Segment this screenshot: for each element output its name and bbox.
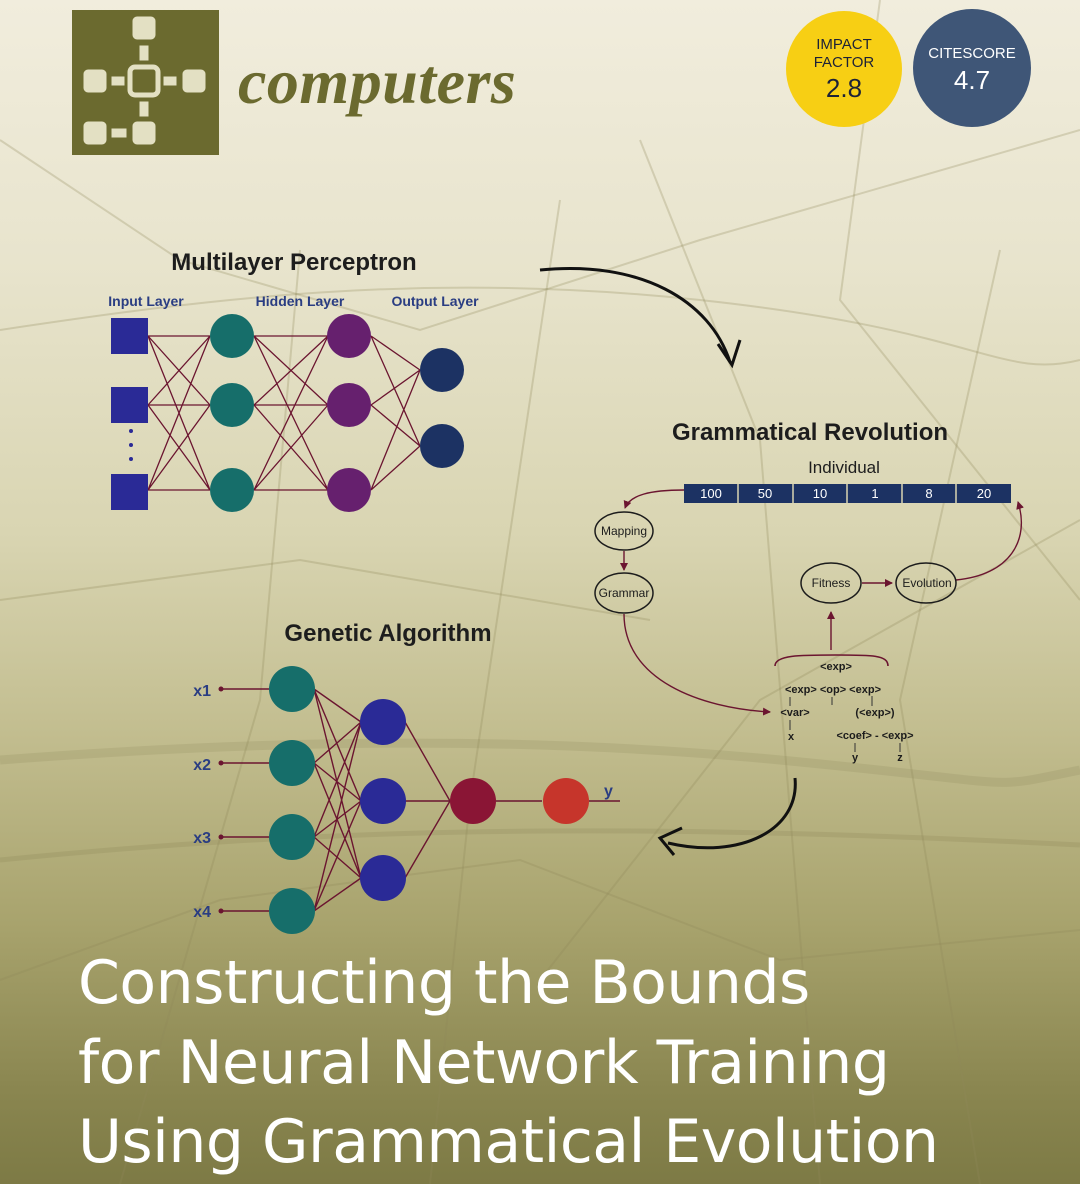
ga-input-label: x3 (193, 830, 211, 847)
mlp-diagram: Multilayer Perceptron Input Layer Hidden… (108, 249, 479, 512)
ga-title: Genetic Algorithm (284, 620, 491, 647)
ga-hidden-node (360, 699, 406, 745)
impact-factor-label-2: FACTOR (813, 54, 875, 71)
citescore-label: CITESCORE (928, 45, 1016, 62)
flow-arrows (539, 267, 797, 856)
citescore-badge: CITESCORE 4.7 (913, 9, 1031, 127)
article-title-line-3: Using Grammatical Evolution (78, 1107, 939, 1177)
mapping-node (594, 511, 654, 551)
impact-factor-label-1: IMPACT (816, 36, 872, 53)
mlp-hidden-node-1 (210, 383, 254, 427)
mlp-hidden-node-2 (327, 468, 371, 512)
arrow-head (657, 826, 683, 856)
gene-value: 20 (977, 486, 991, 501)
mlp-connections (147, 335, 421, 491)
mlp-input-node (111, 318, 148, 354)
mlp-hidden-label: Hidden Layer (256, 293, 345, 309)
ga-diagram: Genetic Algorithm x1 x2 x3 x4 (193, 620, 620, 934)
ga-input-label: x1 (193, 683, 211, 700)
tree-x: x (788, 731, 795, 743)
network-grid-icon (83, 16, 206, 145)
arrow-to-ga (667, 777, 797, 850)
fitness-node (800, 562, 862, 604)
mlp-hidden-node-2 (327, 383, 371, 427)
ge-title: Grammatical Revolution (672, 419, 948, 446)
mlp-title: Multilayer Perceptron (171, 249, 416, 276)
gene-value: 50 (758, 486, 772, 501)
arrow-to-ge (539, 267, 732, 363)
gene-value: 10 (813, 486, 827, 501)
grammar-label: Grammar (599, 586, 650, 600)
ga-input-node (269, 888, 315, 934)
article-title-line-1: Constructing the Bounds (78, 948, 810, 1018)
evolution-label: Evolution (902, 576, 951, 590)
mlp-input-label: Input Layer (108, 293, 184, 309)
ga-output-node (543, 778, 589, 824)
citescore-value: 4.7 (953, 65, 991, 95)
individual-genome: 100 50 10 1 8 20 (684, 484, 1011, 503)
ga-input-node (269, 740, 315, 786)
ga-connections (221, 688, 620, 912)
evolution-node (895, 562, 957, 604)
mapping-label: Mapping (601, 524, 647, 538)
ga-hidden-node (360, 778, 406, 824)
individual-label: Individual (808, 458, 880, 477)
ga-input-node (269, 666, 315, 712)
mlp-input-node (111, 474, 148, 510)
mlp-output-node (420, 424, 464, 468)
mlp-output-label: Output Layer (391, 293, 479, 309)
mlp-hidden-node-1 (210, 314, 254, 358)
gene-value: 8 (925, 486, 932, 501)
mlp-hidden-node-1 (210, 468, 254, 512)
ga-input-node (269, 814, 315, 860)
mlp-output-node (420, 348, 464, 392)
ga-hidden-node (360, 855, 406, 901)
journal-logo (72, 10, 219, 155)
mlp-input-node (111, 387, 148, 423)
gene-value: 100 (700, 486, 722, 501)
ge-diagram: Grammatical Revolution Individual 100 50… (594, 419, 1024, 764)
journal-name: computers (238, 46, 517, 117)
ga-input-label: x4 (193, 904, 211, 921)
tree-var: <var> (780, 707, 809, 719)
ga-combine-node (450, 778, 496, 824)
fitness-label: Fitness (812, 576, 851, 590)
tree-y: y (852, 752, 859, 764)
arrow-head (716, 339, 742, 369)
ga-output-label: y (604, 783, 613, 800)
gene-value: 1 (871, 486, 878, 501)
tree-paren: (<exp>) (855, 707, 894, 719)
tree-level1: <exp> <op> <exp> (785, 684, 881, 696)
grammar-node (594, 572, 654, 614)
article-title-line-2: for Neural Network Training (78, 1028, 890, 1098)
tree-coef: <coef> - <exp> (836, 730, 913, 742)
tree-root: <exp> (820, 661, 852, 673)
mlp-ellipsis (129, 429, 133, 461)
impact-factor-badge: IMPACT FACTOR 2.8 (786, 11, 902, 127)
ga-input-label: x2 (193, 757, 211, 774)
ge-connectors (620, 489, 1024, 716)
impact-factor-value: 2.8 (825, 73, 863, 103)
mlp-hidden-node-2 (327, 314, 371, 358)
tree-z: z (897, 752, 903, 764)
parse-tree: <exp> <exp> <op> <exp> <var> (<exp>) x <… (774, 654, 914, 764)
